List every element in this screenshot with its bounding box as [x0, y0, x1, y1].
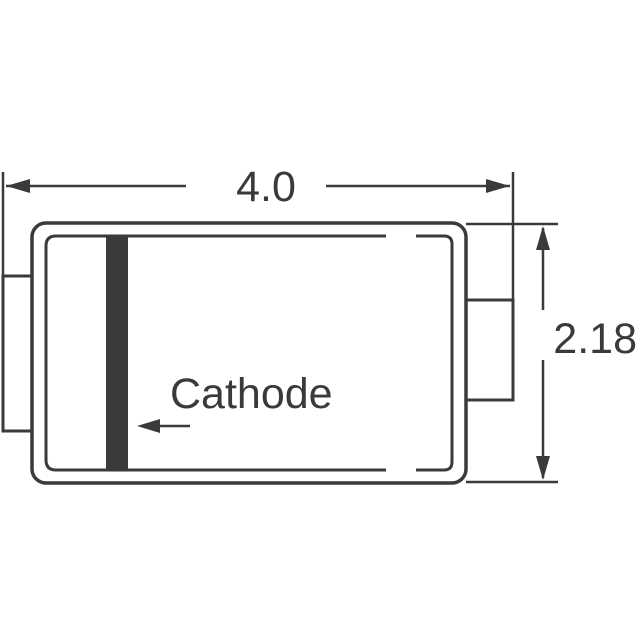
package-inner-outline-right	[416, 234, 454, 472]
height-arrowhead-bottom	[536, 456, 550, 480]
height-label-background	[534, 310, 640, 360]
width-arrowhead-left	[6, 179, 30, 193]
width-arrowhead-right	[486, 179, 510, 193]
package-inner-outline	[44, 234, 386, 472]
cathode-band	[106, 235, 128, 471]
package-body-outline	[30, 221, 468, 485]
width-label: 4.0	[236, 163, 296, 211]
height-arrowhead-top	[536, 226, 550, 250]
left-terminal	[1, 274, 36, 433]
cathode-label: Cathode	[170, 370, 333, 418]
height-label: 2.18	[553, 315, 637, 363]
right-terminal	[462, 298, 515, 402]
cathode-arrow-icon	[137, 419, 160, 433]
